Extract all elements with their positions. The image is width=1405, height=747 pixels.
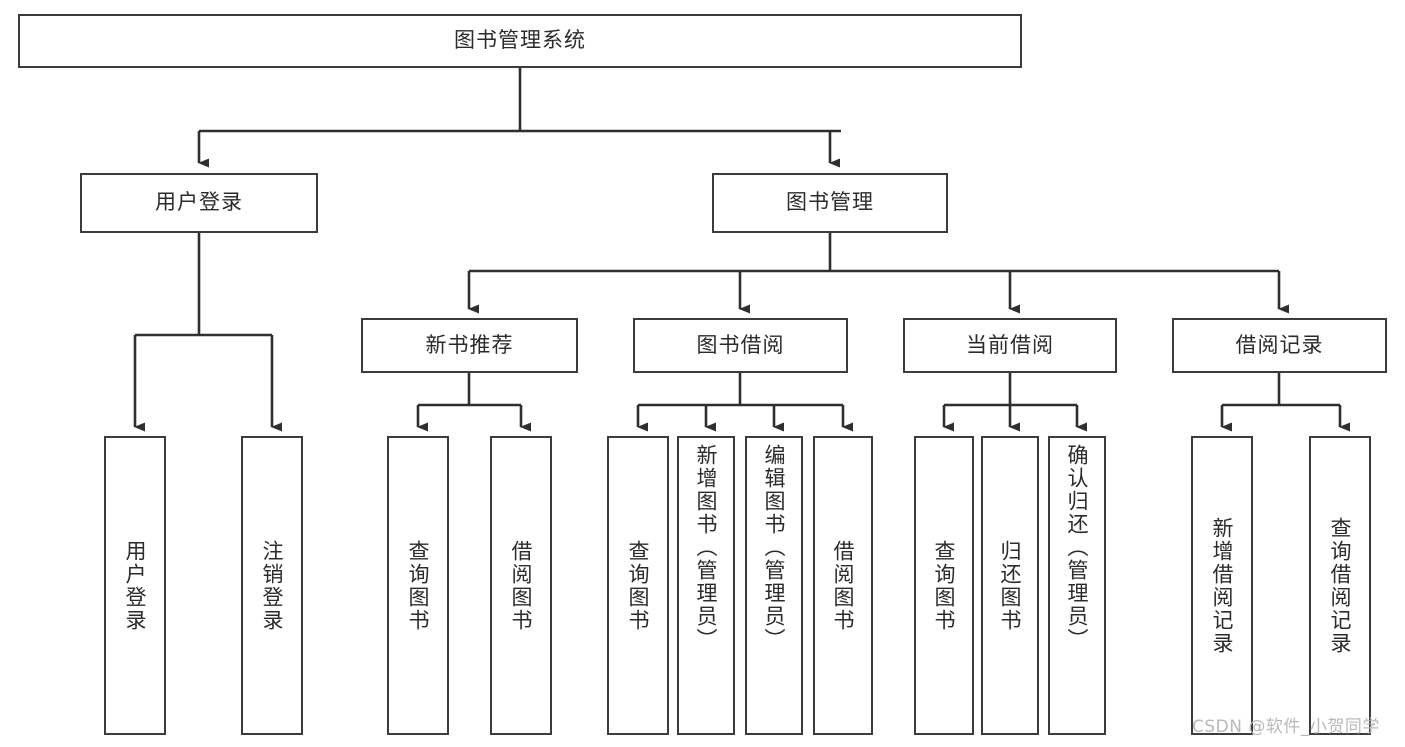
- csdn-watermark: CSDN @软件_小贺同学: [1192, 717, 1380, 737]
- leaf-query-book-recommend[interactable]: 查询图书: [387, 436, 449, 735]
- node-book-manage[interactable]: 图书管理: [712, 173, 948, 233]
- leaf-confirm-return-admin[interactable]: 确认归还（管理员）: [1048, 436, 1106, 735]
- node-root[interactable]: 图书管理系统: [18, 14, 1022, 68]
- leaf-edit-book-admin[interactable]: 编辑图书（管理员）: [745, 436, 803, 735]
- leaf-borrow-book[interactable]: 借阅图书: [813, 436, 873, 735]
- node-borrow-record[interactable]: 借阅记录: [1172, 318, 1387, 373]
- leaf-borrow-book-recommend[interactable]: 借阅图书: [490, 436, 552, 735]
- leaf-query-borrow-record[interactable]: 查询借阅记录: [1309, 436, 1371, 735]
- node-new-book-recommend[interactable]: 新书推荐: [361, 318, 578, 373]
- leaf-query-book-borrow[interactable]: 查询图书: [607, 436, 669, 735]
- leaf-add-book-admin[interactable]: 新增图书（管理员）: [677, 436, 735, 735]
- leaf-add-borrow-record[interactable]: 新增借阅记录: [1191, 436, 1253, 735]
- node-user-login[interactable]: 用户登录: [80, 173, 318, 233]
- node-current-borrow[interactable]: 当前借阅: [903, 318, 1117, 373]
- node-book-borrow[interactable]: 图书借阅: [633, 318, 848, 373]
- leaf-query-book-current[interactable]: 查询图书: [914, 436, 974, 735]
- leaf-logout[interactable]: 注销登录: [241, 436, 303, 735]
- leaf-user-login[interactable]: 用户登录: [104, 436, 166, 735]
- leaf-return-book[interactable]: 归还图书: [981, 436, 1039, 735]
